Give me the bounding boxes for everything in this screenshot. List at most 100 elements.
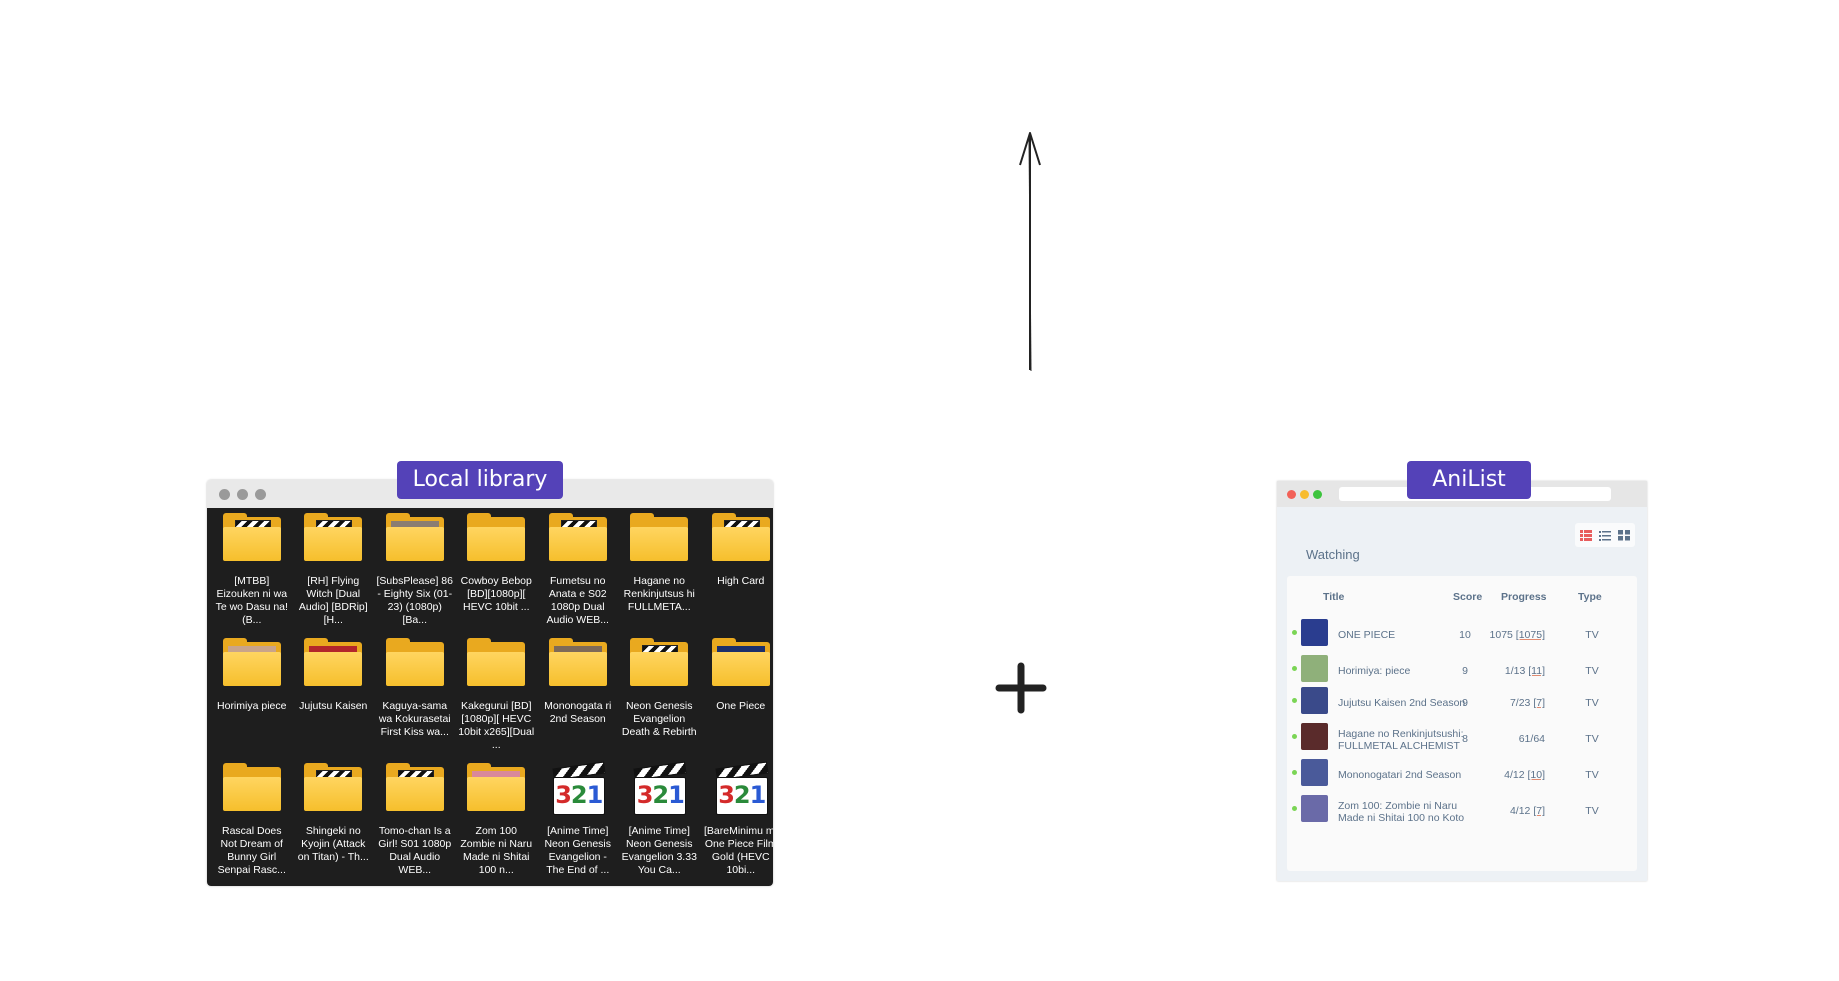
- anime-score[interactable]: 10: [1459, 629, 1471, 641]
- cover-image[interactable]: [1301, 723, 1328, 750]
- anime-score[interactable]: 9: [1462, 665, 1468, 677]
- file-item-label: Horimiya piece: [217, 700, 287, 712]
- status-indicator: [1292, 630, 1297, 635]
- column-header-progress[interactable]: Progress: [1501, 591, 1547, 603]
- anime-progress[interactable]: 1075 [1075]: [1485, 629, 1545, 641]
- minimize-dot[interactable]: [1300, 490, 1309, 499]
- anime-type: TV: [1585, 733, 1599, 745]
- anime-score[interactable]: 8: [1462, 733, 1468, 745]
- grid-view-icon[interactable]: [1617, 528, 1631, 542]
- folder-image-icon: [221, 638, 283, 690]
- cover-image[interactable]: [1301, 795, 1328, 822]
- folder-icon: [628, 513, 690, 565]
- file-item[interactable]: Kaguya-sama wa Kokurasetai First Kiss wa…: [374, 638, 456, 763]
- cover-image[interactable]: [1301, 759, 1328, 786]
- available-episodes: [11]: [1528, 665, 1545, 677]
- file-item-label: [RH] Flying Witch [Dual Audio] [BDRip] […: [298, 575, 368, 626]
- folder-clapper-icon: [384, 763, 446, 815]
- available-episodes: [10]: [1527, 769, 1545, 781]
- mpc-clapper-icon: 321: [549, 761, 607, 815]
- file-item-label: One Piece: [716, 700, 766, 712]
- anime-progress[interactable]: 61/64: [1485, 733, 1545, 745]
- file-item[interactable]: 321 [Anime Time] Neon Genesis Evangelion …: [537, 761, 619, 886]
- file-item-label: [MTBB] Eizouken ni wa Te wo Dasu na! (B.…: [215, 575, 288, 626]
- anime-progress[interactable]: 7/23 [7]: [1485, 697, 1545, 709]
- progress-value: 1/13: [1504, 665, 1526, 677]
- file-item[interactable]: Jujutsu Kaisen: [293, 638, 375, 763]
- file-item[interactable]: Fumetsu no Anata e S02 1080p Dual Audio …: [537, 513, 619, 638]
- table-row[interactable]: Mononogatari 2nd Season 4/12 [10] TV: [1287, 752, 1637, 788]
- progress-value: 7/23: [1509, 697, 1531, 709]
- file-item[interactable]: [SubsPlease] 86 - Eighty Six (01-23) (10…: [374, 513, 456, 638]
- detailed-list-view-icon[interactable]: [1579, 528, 1593, 542]
- available-episodes: [7]: [1533, 805, 1545, 817]
- local-library-window: [MTBB] Eizouken ni wa Te wo Dasu na! (B.…: [207, 480, 773, 886]
- file-item-label: Rascal Does Not Dream of Bunny Girl Senp…: [217, 825, 286, 876]
- cover-image[interactable]: [1301, 619, 1328, 646]
- file-item-label: Shingeki no Kyojin (Attack on Titan) - T…: [297, 825, 369, 863]
- file-item-label: [Anime Time] Neon Genesis Evangelion - T…: [544, 825, 612, 876]
- file-item[interactable]: Rascal Does Not Dream of Bunny Girl Senp…: [211, 763, 293, 886]
- file-item[interactable]: Neon Genesis Evangelion Death & Rebirth: [619, 638, 701, 763]
- anime-title[interactable]: Horimiya: piece: [1338, 665, 1411, 677]
- anime-progress[interactable]: 4/12 [10]: [1485, 769, 1545, 781]
- file-item[interactable]: One Piece: [700, 638, 773, 763]
- file-item-label: Jujutsu Kaisen: [299, 700, 368, 712]
- file-item[interactable]: 321[BareMinimu m] One Piece Film Gold (H…: [700, 761, 773, 886]
- file-item[interactable]: High Card: [700, 513, 773, 638]
- file-item-label: Zom 100 Zombie ni Naru Made ni Shitai 10…: [460, 825, 533, 876]
- simple-list-view-icon[interactable]: [1598, 528, 1612, 542]
- window-control-dot[interactable]: [237, 489, 248, 500]
- window-control-dot[interactable]: [219, 489, 230, 500]
- file-item[interactable]: 321[Anime Time] Neon Genesis Evangelion …: [619, 761, 701, 886]
- file-item[interactable]: Cowboy Bebop [BD][1080p][ HEVC 10bit ...: [456, 513, 538, 638]
- anime-title[interactable]: Zom 100: Zombie ni Naru Made ni Shitai 1…: [1338, 800, 1465, 824]
- column-header-score[interactable]: Score: [1453, 591, 1483, 603]
- file-item[interactable]: Zom 100 Zombie ni Naru Made ni Shitai 10…: [456, 763, 538, 886]
- maximize-dot[interactable]: [1313, 490, 1322, 499]
- anime-title[interactable]: Mononogatari 2nd Season: [1338, 769, 1462, 781]
- anime-score[interactable]: 9: [1462, 697, 1468, 709]
- folder-clapper-icon: [302, 513, 364, 565]
- file-item-label: Cowboy Bebop [BD][1080p][ HEVC 10bit ...: [460, 575, 532, 613]
- anime-list-table: Title Score Progress Type ONE PIECE 10 107…: [1287, 576, 1637, 871]
- progress-value: 61/64: [1518, 733, 1545, 745]
- folder-clapper-icon: [221, 513, 283, 565]
- file-item[interactable]: Tomo-chan Is a Girl! S01 1080p Dual Audi…: [374, 763, 456, 886]
- anime-progress[interactable]: 1/13 [11]: [1485, 665, 1545, 677]
- folder-clapper-icon: [302, 763, 364, 815]
- folder-icon: [465, 513, 527, 565]
- folder-clapper-icon: [710, 513, 772, 565]
- column-header-type[interactable]: Type: [1578, 591, 1602, 603]
- column-header-title[interactable]: Title: [1323, 591, 1345, 603]
- file-grid: [MTBB] Eizouken ni wa Te wo Dasu na! (B.…: [207, 508, 773, 886]
- anime-type: TV: [1585, 697, 1599, 709]
- file-item[interactable]: Mononogata ri 2nd Season: [537, 638, 619, 763]
- folder-clapper-icon: [547, 513, 609, 565]
- anime-title[interactable]: ONE PIECE: [1338, 629, 1396, 641]
- file-item[interactable]: Hagane no Renkinjutsus hi FULLMETA...: [619, 513, 701, 638]
- table-row[interactable]: Hagane no Renkinjutsushi: FULLMETAL ALCH…: [1287, 716, 1637, 752]
- file-item[interactable]: Shingeki no Kyojin (Attack on Titan) - T…: [293, 763, 375, 886]
- file-item[interactable]: [RH] Flying Witch [Dual Audio] [BDRip] […: [293, 513, 375, 638]
- cover-image[interactable]: [1301, 655, 1328, 682]
- cover-image[interactable]: [1301, 687, 1328, 714]
- file-item[interactable]: [MTBB] Eizouken ni wa Te wo Dasu na! (B.…: [211, 513, 293, 638]
- anilist-window: Watching Title Score Progress Type ONE P…: [1277, 481, 1647, 881]
- progress-value: 4/12: [1504, 769, 1525, 781]
- anime-title[interactable]: Jujutsu Kaisen 2nd Season: [1338, 697, 1466, 709]
- table-row[interactable]: Zom 100: Zombie ni Naru Made ni Shitai 1…: [1287, 788, 1637, 824]
- anime-title[interactable]: Hagane no Renkinjutsushi: FULLMETAL ALCH…: [1338, 728, 1464, 752]
- anime-type: TV: [1585, 769, 1599, 781]
- folder-image-icon: [302, 638, 364, 690]
- anime-progress[interactable]: 4/12 [7]: [1485, 805, 1545, 817]
- file-item[interactable]: Kakegurui [BD][1080p][ HEVC 10bit x265][…: [456, 638, 538, 763]
- file-item-label: [SubsPlease] 86 - Eighty Six (01-23) (10…: [376, 575, 453, 626]
- window-control-dot[interactable]: [255, 489, 266, 500]
- file-item[interactable]: Horimiya piece: [211, 638, 293, 763]
- close-dot[interactable]: [1287, 490, 1296, 499]
- list-heading: Watching: [1306, 547, 1360, 562]
